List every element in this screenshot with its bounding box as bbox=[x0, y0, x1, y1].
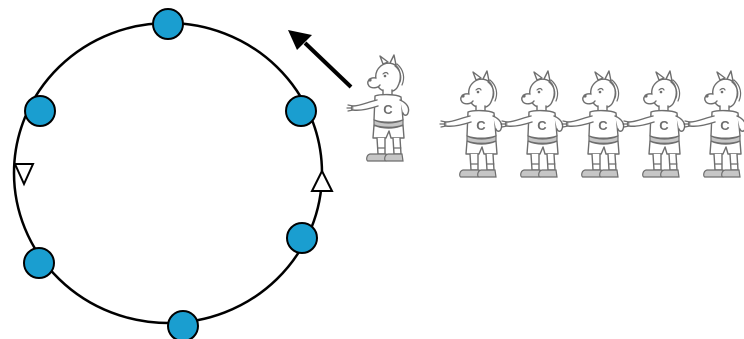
direction-marker-up-right-triangle-icon bbox=[312, 171, 332, 191]
waiting-figure-icon bbox=[501, 71, 563, 177]
ring-track bbox=[14, 23, 322, 323]
waiting-figure-icon bbox=[562, 71, 624, 177]
waiting-figure-icon bbox=[684, 71, 744, 177]
ring-node bbox=[286, 96, 316, 126]
direction-marker-down-left-triangle-icon bbox=[15, 164, 33, 184]
waiting-figure-icon bbox=[440, 71, 502, 177]
ring-node bbox=[25, 96, 55, 126]
ring-node bbox=[168, 311, 198, 339]
ring-node bbox=[24, 248, 54, 278]
waiting-queue bbox=[440, 71, 744, 177]
ring-node bbox=[287, 223, 317, 253]
ring-node bbox=[153, 9, 183, 39]
entering-figure-icon bbox=[347, 55, 409, 161]
entry-arrow-icon bbox=[288, 30, 351, 87]
waiting-figure-icon bbox=[623, 71, 685, 177]
